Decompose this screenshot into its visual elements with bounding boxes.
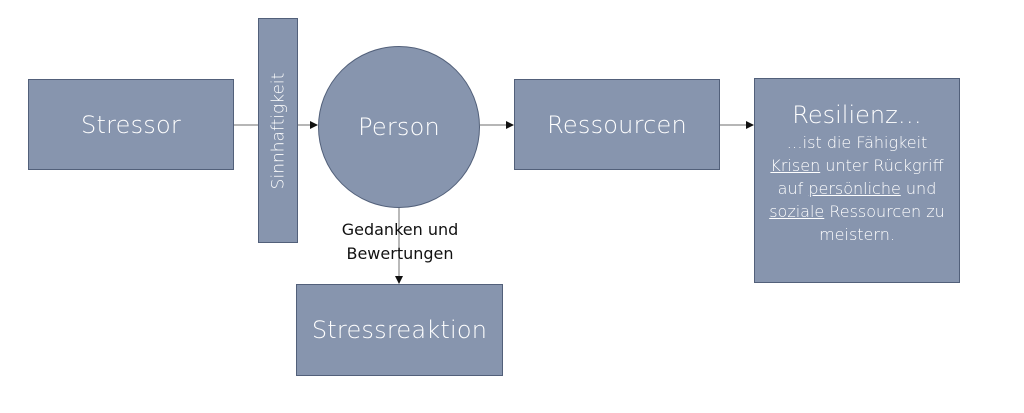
- ressourcen-label: Ressourcen: [547, 110, 687, 139]
- resilienz-text-6: meistern.: [819, 225, 895, 244]
- stressreaktion-box: Stressreaktion: [296, 284, 503, 376]
- resilienz-persoenliche: persönliche: [808, 179, 901, 198]
- person-label: Person: [358, 113, 440, 141]
- resilienz-text-2: unter Rückgriff: [820, 156, 944, 175]
- resilienz-text-4: und: [900, 179, 937, 198]
- gedanken-label: Gedanken und Bewertungen: [320, 218, 480, 266]
- stressor-label: Stressor: [81, 110, 181, 139]
- resilienz-text-5: Ressourcen zu: [824, 202, 945, 221]
- resilienz-krisen: Krisen: [770, 156, 821, 175]
- gedanken-line-1: Gedanken und: [341, 220, 459, 239]
- resilienz-soziale: soziale: [769, 202, 825, 221]
- sinnhaftigkeit-label: Sinnhaftigkeit: [268, 72, 288, 189]
- gedanken-line-2: Bewertungen: [346, 244, 454, 263]
- ressourcen-box: Ressourcen: [514, 79, 720, 170]
- resilienz-definition: …ist die Fähigkeit Krisen unter Rückgrif…: [763, 131, 951, 246]
- resilienz-text-3: auf: [777, 179, 809, 198]
- resilienz-box: Resilienz… …ist die Fähigkeit Krisen unt…: [754, 78, 960, 283]
- resilienz-title: Resilienz…: [792, 101, 922, 129]
- person-circle: Person: [318, 46, 480, 208]
- stressreaktion-label: Stressreaktion: [311, 316, 488, 344]
- sinnhaftigkeit-box: Sinnhaftigkeit: [258, 18, 298, 243]
- resilienz-text-1: …ist die Fähigkeit: [786, 133, 928, 152]
- stressor-box: Stressor: [28, 79, 234, 170]
